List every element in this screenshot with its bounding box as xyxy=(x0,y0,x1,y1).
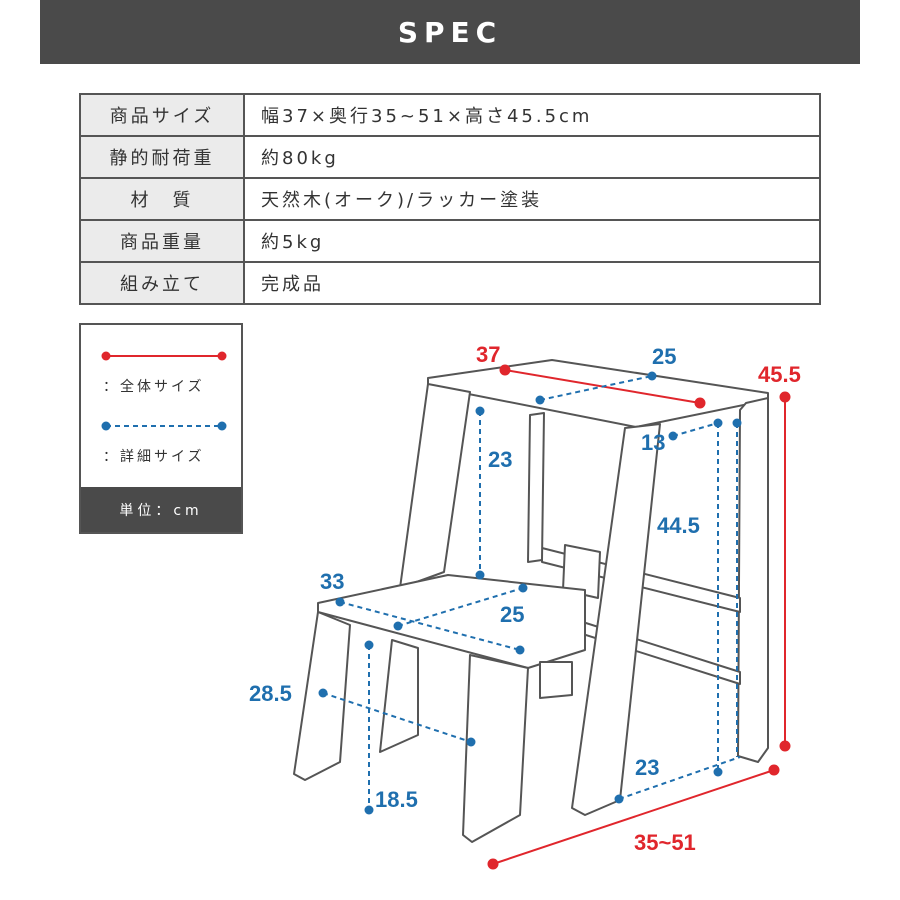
overall-size-label: ：全体サイズ xyxy=(103,379,205,395)
detail-dimension-lines xyxy=(322,375,741,810)
table-row: 商品重量 約5kg xyxy=(79,219,821,263)
spec-label: 静的耐荷重 xyxy=(79,135,245,179)
front-span-label: 28.5 xyxy=(249,681,292,706)
spec-label: 商品サイズ xyxy=(79,93,245,137)
step-depth-label: 25 xyxy=(500,602,524,627)
step-height-label: 18.5 xyxy=(375,787,418,812)
spec-value: 約5kg xyxy=(243,219,821,263)
page-title: SPEC xyxy=(397,15,503,49)
table-row: 材 質 天然木(オーク)/ラッカー塗装 xyxy=(79,177,821,221)
spec-value: 幅37×奥行35~51×高さ45.5cm xyxy=(243,93,821,137)
top-depth-label: 25 xyxy=(652,344,676,369)
spec-label: 材 質 xyxy=(79,177,245,221)
step-width-label: 33 xyxy=(320,569,344,594)
overall-size-line-icon xyxy=(101,351,227,361)
overall-height-label: 45.5 xyxy=(758,362,801,387)
overall-depth-label: 35~51 xyxy=(634,830,696,855)
spec-label: 組み立て xyxy=(79,261,245,305)
spec-value: 約80kg xyxy=(243,135,821,179)
spec-banner: SPEC xyxy=(40,0,860,64)
table-row: 商品サイズ 幅37×奥行35~51×高さ45.5cm xyxy=(79,93,821,137)
detail-size-line-icon xyxy=(101,421,227,431)
spec-table: 商品サイズ 幅37×奥行35~51×高さ45.5cm 静的耐荷重 約80kg 材… xyxy=(79,93,821,305)
table-row: 静的耐荷重 約80kg xyxy=(79,135,821,179)
rear-height-label: 44.5 xyxy=(657,513,700,538)
legend-box: ：全体サイズ ：詳細サイズ 単位：cm xyxy=(79,323,243,534)
detail-size-label: ：詳細サイズ xyxy=(103,449,205,465)
spec-label: 商品重量 xyxy=(79,219,245,263)
spec-value: 天然木(オーク)/ラッカー塗装 xyxy=(243,177,821,221)
table-row: 組み立て 完成品 xyxy=(79,261,821,305)
rear-gap-label: 13 xyxy=(641,430,665,455)
spec-value: 完成品 xyxy=(243,261,821,305)
upper-height-label: 23 xyxy=(488,447,512,472)
base-depth-label: 23 xyxy=(635,755,659,780)
unit-label: 単位：cm xyxy=(81,487,241,532)
legend-lines xyxy=(101,351,227,431)
detail-dimension-points xyxy=(318,371,742,815)
stool-illustration xyxy=(293,359,769,843)
overall-width-label: 37 xyxy=(476,342,500,367)
